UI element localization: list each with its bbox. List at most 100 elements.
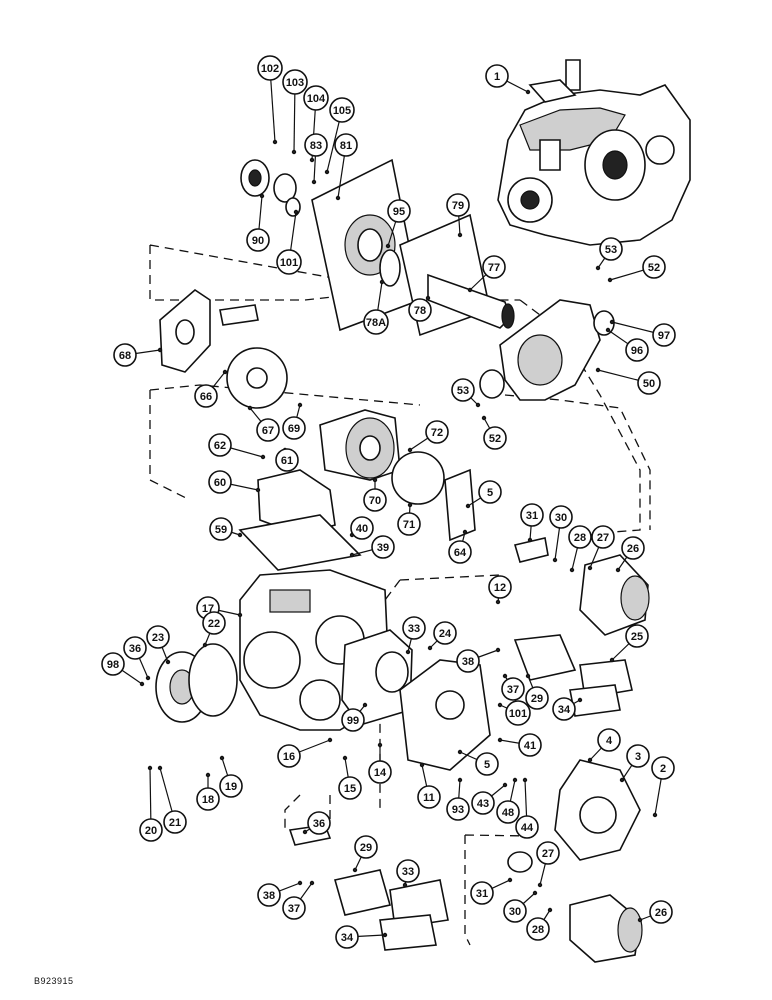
leader-tip xyxy=(457,777,463,783)
callout-bubble xyxy=(525,686,549,710)
callout-93: 93 xyxy=(446,777,470,821)
callout-bubble xyxy=(371,535,395,559)
callout-number: 33 xyxy=(402,866,414,878)
callout-number: 40 xyxy=(356,523,368,535)
leader-tip xyxy=(385,243,391,249)
callout-number: 50 xyxy=(643,378,655,390)
leader-tip xyxy=(309,157,315,163)
callout-bubble xyxy=(482,255,506,279)
callout-number: 23 xyxy=(152,632,164,644)
callout-number: 48 xyxy=(502,807,514,819)
callout-number: 26 xyxy=(655,907,667,919)
callout-number: 21 xyxy=(169,817,181,829)
callout-5: 5 xyxy=(457,749,499,776)
callout-bubble xyxy=(621,536,645,560)
callout-number: 62 xyxy=(214,440,226,452)
callout-number: 83 xyxy=(310,140,322,152)
control-valve xyxy=(238,469,362,571)
callout-number: 24 xyxy=(439,628,452,640)
callout-number: 44 xyxy=(521,822,534,834)
leader-tip xyxy=(475,402,481,408)
callout-bubble xyxy=(363,309,389,335)
leader-tip xyxy=(502,782,508,788)
leader-tip xyxy=(157,765,163,771)
callout-number: 68 xyxy=(119,350,131,362)
leader-tip xyxy=(352,867,358,873)
callout-number: 52 xyxy=(648,262,660,274)
callout-bubble xyxy=(209,517,233,541)
callout-number: 30 xyxy=(555,512,567,524)
callout-bubble xyxy=(257,55,283,81)
callout-number: 19 xyxy=(225,781,237,793)
leader-tip xyxy=(481,415,487,421)
leader-tip xyxy=(595,367,601,373)
callout-bubble xyxy=(520,503,544,527)
callout-bubble xyxy=(219,774,243,798)
leader-tip xyxy=(205,772,211,778)
flange xyxy=(155,643,238,723)
callout-bubble xyxy=(101,652,125,676)
leader-tip xyxy=(297,880,303,886)
leader-tip xyxy=(291,149,297,155)
callout-bubble xyxy=(397,512,421,536)
leader-tip xyxy=(605,327,611,333)
callout-bubble xyxy=(402,616,426,640)
callout-number: 97 xyxy=(658,330,670,342)
callout-28: 28 xyxy=(526,907,553,941)
leader-tip xyxy=(419,762,425,768)
callout-number: 16 xyxy=(283,751,295,763)
callout-number: 5 xyxy=(484,759,490,771)
leader-tip xyxy=(425,295,431,301)
callout-bubble xyxy=(163,810,187,834)
callout-bubble xyxy=(368,760,392,784)
callout-39: 39 xyxy=(349,535,395,559)
callout-bubble xyxy=(408,298,432,322)
callout-bubble xyxy=(651,756,675,780)
callout-number: 90 xyxy=(252,235,264,247)
leader-tip xyxy=(297,402,303,408)
callout-24: 24 xyxy=(427,621,457,651)
callout-number: 29 xyxy=(360,842,372,854)
leader-tip xyxy=(457,749,463,755)
callout-22: 22 xyxy=(202,611,226,648)
leader-tip xyxy=(255,487,261,493)
callout-37: 37 xyxy=(501,673,525,701)
callout-number: 101 xyxy=(509,708,527,720)
callout-number: 4 xyxy=(606,735,613,747)
callout-bubble xyxy=(496,800,520,824)
callout-number: 27 xyxy=(597,532,609,544)
leader-tip xyxy=(342,755,348,761)
leader-tip xyxy=(247,405,253,411)
leader-tip xyxy=(147,765,153,771)
leader-tip xyxy=(615,567,621,573)
callout-number: 78A xyxy=(366,317,386,329)
callout-20: 20 xyxy=(139,765,163,842)
callout-43: 43 xyxy=(471,782,508,815)
callout-number: 43 xyxy=(477,798,489,810)
callout-number: 67 xyxy=(262,425,274,437)
callout-number: 77 xyxy=(488,262,500,274)
callout-53: 53 xyxy=(451,378,481,408)
callout-50: 50 xyxy=(595,367,661,395)
callout-64: 64 xyxy=(448,529,472,564)
callout-bubble xyxy=(329,97,355,123)
swash-block xyxy=(479,299,615,401)
leader-tip xyxy=(532,890,538,896)
callout-bubble xyxy=(503,899,527,923)
callout-31: 31 xyxy=(470,877,513,905)
callout-34: 34 xyxy=(335,925,388,949)
callout-number: 30 xyxy=(509,906,521,918)
seals xyxy=(240,159,301,217)
callout-38: 38 xyxy=(257,880,303,907)
callout-5: 5 xyxy=(465,480,502,509)
leader-tip xyxy=(587,757,593,763)
leader-tip xyxy=(497,737,503,743)
callout-number: 37 xyxy=(288,903,300,915)
leader-tip xyxy=(327,737,333,743)
callout-90: 90 xyxy=(246,193,270,252)
callout-bubble xyxy=(146,625,170,649)
callout-52: 52 xyxy=(607,255,666,283)
callout-number: 3 xyxy=(635,751,641,763)
leader-tip xyxy=(165,659,171,665)
callout-bubble xyxy=(194,384,218,408)
